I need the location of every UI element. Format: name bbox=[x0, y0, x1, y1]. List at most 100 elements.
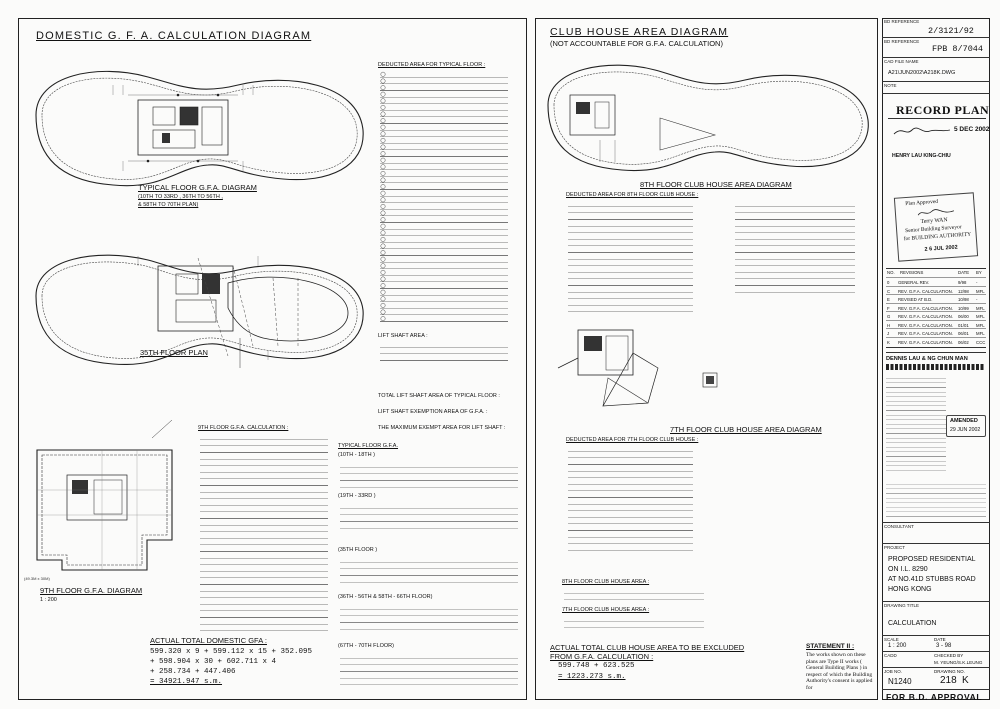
tb-scale-date-cell: SCALE 1 : 200 DATE 3 - 98 bbox=[882, 636, 990, 652]
tb-bd-ref-label: BD REFERENCE bbox=[884, 39, 920, 44]
firm-rule bbox=[886, 352, 986, 353]
revision-no: K bbox=[887, 339, 890, 345]
range-10-18: (10TH - 18TH ) bbox=[338, 452, 375, 458]
lift-shaft-table bbox=[380, 341, 508, 367]
tb-drawing-title-label: DRAWING TITLE bbox=[884, 603, 920, 608]
right-panel bbox=[535, 18, 878, 700]
project-line-4: HONG KONG bbox=[888, 586, 932, 593]
tb-note-cell: NOTE bbox=[882, 82, 990, 94]
excluded-title-2: FROM G.F.A. CALCULATION : bbox=[550, 652, 654, 661]
revision-desc: REV. G.F.A. CALCULATION. bbox=[898, 331, 953, 336]
revision-by: MFL bbox=[976, 314, 985, 319]
tb-cadd-cell: CADD CHECKED BY M. YEUNG/S.K.LEUNG bbox=[882, 652, 990, 668]
tb-drawing-title-cell: DRAWING TITLE CALCULATION bbox=[882, 602, 990, 636]
tb-fpb-cell: BD REFERENCE FPB 8/7044 bbox=[882, 38, 990, 58]
amended-label: AMENDED bbox=[950, 418, 978, 424]
rev-header-no: NO. bbox=[887, 270, 895, 275]
tb-consultant-label: CONSULTANT bbox=[884, 524, 914, 529]
floor-35-plan-drawing bbox=[35, 254, 364, 368]
date-value: 3 - 98 bbox=[936, 643, 952, 649]
range-19-33-rows bbox=[340, 502, 518, 529]
revision-desc: GENERAL REV. bbox=[898, 280, 930, 285]
domestic-total-line-4: = 34921.947 s.m. bbox=[150, 678, 223, 686]
domestic-total-title: ACTUAL TOTAL DOMESTIC GFA : bbox=[150, 636, 267, 645]
club-8-area-rows bbox=[564, 587, 704, 600]
amended-date: 29 JUN 2002 bbox=[950, 427, 981, 433]
domestic-total-line-2: + 598.904 x 30 + 602.711 x 4 bbox=[150, 658, 277, 666]
revision-date: 10/99 bbox=[958, 305, 969, 311]
lift-exempt-label: LIFT SHAFT EXEMPTION AREA OF G.F.A. : bbox=[378, 409, 488, 415]
svg-text:(49.3M x 30M): (49.3M x 30M) bbox=[24, 576, 50, 581]
approval-stamp: Plan Approved Terry WAN Senior Building … bbox=[893, 192, 979, 262]
project-line-1: PROPOSED RESIDENTIAL bbox=[888, 556, 976, 563]
revision-no: 0 bbox=[887, 280, 890, 285]
tb-job-cell: JOB NO. N1240 DRAWING NO. 218 K bbox=[882, 668, 990, 690]
gfa9-title: 9TH FLOOR G.F.A. CALCULATION : bbox=[198, 425, 289, 431]
project-line-2: ON I.L. 8290 bbox=[888, 566, 928, 573]
club-8-area-title: 8TH FLOOR CLUB HOUSE AREA : bbox=[562, 579, 650, 585]
club-8-plan-drawing bbox=[547, 64, 869, 172]
floor-9-plan-drawing: (49.3M x 30M) bbox=[24, 420, 173, 581]
revision-desc: REV. G.F.A. CALCULATION. bbox=[898, 322, 953, 328]
excluded-line-1: 599.748 + 623.525 bbox=[558, 662, 635, 670]
project-line-3: AT NO.41D STUBBS ROAD bbox=[888, 576, 976, 583]
deducted-typical-row-markers bbox=[380, 71, 386, 322]
revision-date: 12/98 bbox=[958, 288, 969, 294]
tb-cadd-label: CADD bbox=[884, 653, 897, 658]
left-panel-title: DOMESTIC G. F. A. CALCULATION DIAGRAM bbox=[36, 30, 312, 42]
typical-floor-plan-drawing bbox=[35, 70, 364, 187]
tb-note-label: NOTE bbox=[884, 83, 897, 88]
statement-body: The works shown on these plans are Type … bbox=[806, 652, 873, 691]
firm-notes-lines bbox=[886, 480, 986, 518]
deducted-7-table bbox=[568, 445, 693, 551]
excluded-title: ACTUAL TOTAL CLUB HOUSE AREA TO BE EXCLU… bbox=[550, 643, 745, 652]
revision-desc: REV. G.F.A. CALCULATION. bbox=[898, 314, 953, 319]
revision-by: MFL bbox=[976, 288, 985, 294]
tb-job-label: JOB NO. bbox=[884, 669, 903, 674]
deducted-typical-title: DEDUCTED AREA FOR TYPICAL FLOOR : bbox=[378, 62, 486, 68]
tb-ref-value: 2/3121/92 bbox=[928, 26, 974, 36]
revision-by: - bbox=[976, 297, 978, 302]
right-panel-subtitle: (NOT ACCOUNTABLE FOR G.F.A. CALCULATION) bbox=[550, 39, 723, 48]
lift-total-label: TOTAL LIFT SHAFT AREA OF TYPICAL FLOOR : bbox=[378, 393, 500, 399]
tb-project-label: PROJECT bbox=[884, 545, 906, 550]
club-7-plan-drawing bbox=[557, 329, 718, 407]
range-35: (35TH FLOOR ) bbox=[338, 547, 378, 553]
gfa9-table bbox=[200, 433, 328, 631]
tb-ref-label: BD REFERENCE bbox=[884, 19, 920, 24]
firm-name: DENNIS LAU & NG CHUN MAN bbox=[886, 356, 968, 362]
deducted-typical-table bbox=[380, 71, 508, 327]
range-67-70-rows bbox=[340, 652, 518, 685]
domestic-total-line-1: 599.320 x 9 + 599.112 x 15 + 352.095 bbox=[150, 648, 313, 656]
deducted-8-title: DEDUCTED AREA FOR 8TH FLOOR CLUB HOUSE : bbox=[566, 192, 699, 198]
tb-date-label: DATE bbox=[934, 637, 946, 642]
scale-value: 1 : 200 bbox=[888, 643, 907, 649]
range-19-33: (19TH - 33RD ) bbox=[338, 493, 376, 499]
tb-fpb-value: FPB 8/7044 bbox=[932, 44, 984, 54]
revision-by: - bbox=[976, 280, 978, 285]
club-7-caption: 7TH FLOOR CLUB HOUSE AREA DIAGRAM bbox=[670, 425, 822, 434]
checked-value: M. YEUNG/S.K.LEUNG bbox=[934, 660, 983, 665]
revision-date: 01/01 bbox=[958, 322, 969, 328]
tb-file-value: A21\JUN2002\A218K.DWG bbox=[888, 70, 956, 76]
typical-floor-caption-range: (10TH TO 33RD , 36TH TO 56TH , bbox=[138, 194, 223, 200]
max-exempt-label: THE MAXIMUM EXEMPT AREA FOR LIFT SHAFT : bbox=[378, 425, 506, 431]
firm-chinese-name-placeholder bbox=[886, 364, 984, 370]
drawing-title-value: CALCULATION bbox=[888, 620, 937, 627]
floor-9-caption: 9TH FLOOR G.F.A. DIAGRAM bbox=[40, 586, 143, 595]
revision-date: 06/01 bbox=[958, 331, 969, 336]
drawing-no-value: 218 bbox=[940, 675, 957, 686]
tb-scale-label: SCALE bbox=[884, 637, 899, 642]
tb-file-cell: CAD FILE NAME A21\JUN2002\A218K.DWG bbox=[882, 58, 990, 82]
revision-date: 06/02 bbox=[958, 339, 969, 345]
revision-no: G bbox=[887, 314, 891, 319]
club-7-area-title: 7TH FLOOR CLUB HOUSE AREA : bbox=[562, 607, 650, 613]
revision-desc: REV. G.F.A. CALCULATION. bbox=[898, 339, 953, 345]
